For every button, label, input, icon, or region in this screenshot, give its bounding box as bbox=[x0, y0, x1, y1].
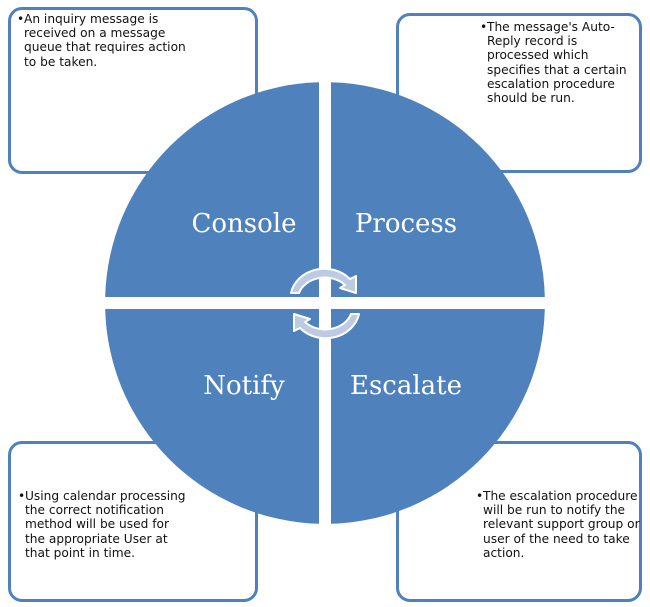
console-description-text: •An inquiry message is received on a mes… bbox=[17, 12, 186, 69]
notify-description-text: •Using calendar processing the correct n… bbox=[18, 489, 186, 560]
escalate-label: Escalate bbox=[350, 371, 462, 401]
notify-label: Notify bbox=[203, 371, 285, 401]
escalate-description-text: •The escalation procedure will be run to… bbox=[476, 489, 640, 560]
escalate-quadrant bbox=[331, 309, 545, 524]
bullet: • bbox=[480, 20, 488, 34]
process-description-text: •The message's Auto-Reply record is proc… bbox=[480, 20, 627, 106]
process-label: Process bbox=[355, 209, 457, 239]
bullet: • bbox=[476, 489, 484, 503]
console-label: Console bbox=[192, 209, 297, 239]
wheel-quadrants bbox=[105, 82, 545, 524]
bullet: • bbox=[17, 12, 25, 26]
top-arrow bbox=[290, 267, 357, 294]
process-quadrant bbox=[331, 82, 545, 297]
console-quadrant bbox=[105, 82, 319, 297]
notify-quadrant bbox=[105, 309, 319, 524]
bullet: • bbox=[18, 489, 26, 503]
console-description-box bbox=[8, 7, 258, 174]
bottom-arrow bbox=[293, 313, 360, 340]
circular-arrows-icon bbox=[290, 267, 360, 340]
